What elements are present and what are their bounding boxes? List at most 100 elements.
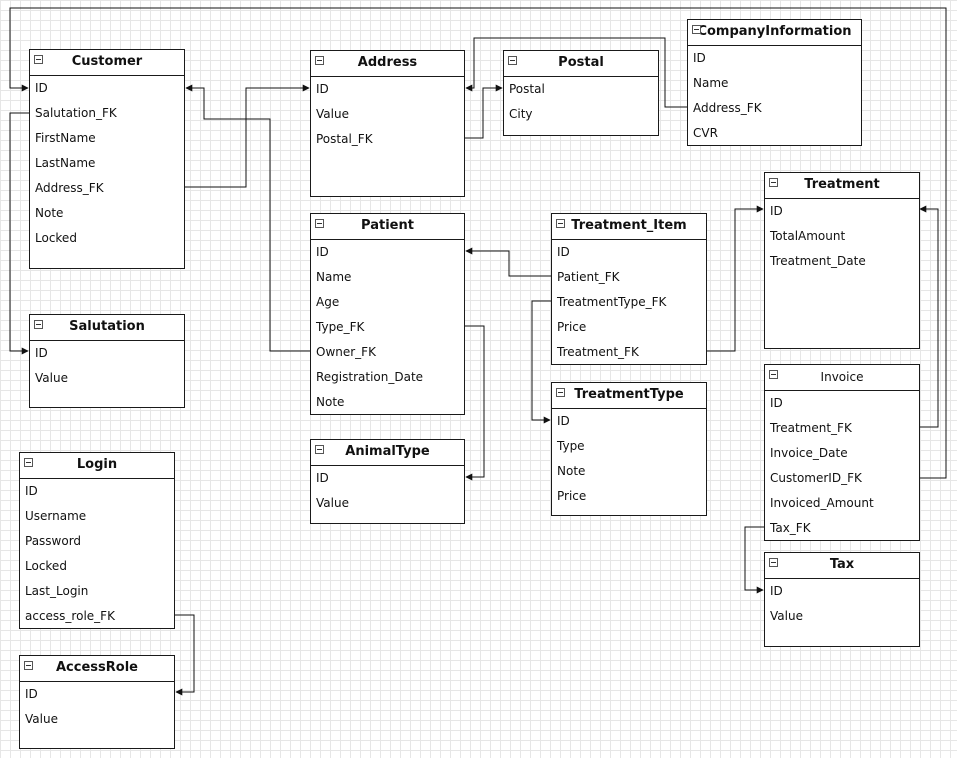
field-row[interactable]: ID [35,81,48,95]
field-row[interactable]: ID [693,51,706,65]
field-row[interactable]: Locked [25,559,67,573]
field-row[interactable]: CustomerID_FK [770,471,862,485]
patient-table[interactable]: Patient ID Name Age Type_FK Owner_FK Reg… [310,213,465,415]
field-row[interactable]: Treatment_Date [770,254,866,268]
field-row[interactable]: ID [25,484,38,498]
field-row[interactable]: Invoiced_Amount [770,496,874,510]
animaltype-table[interactable]: AnimalType ID Value [310,439,465,524]
collapse-icon[interactable] [692,25,701,34]
collapse-icon[interactable] [34,320,43,329]
field-row[interactable]: ID [316,82,329,96]
table-title: Invoice [820,370,864,384]
field-row[interactable]: Price [557,489,587,503]
treatment-item-table-header[interactable]: Treatment_Item [552,214,706,240]
field-row[interactable]: ID [557,245,570,259]
field-row[interactable]: Type [557,439,585,453]
field-row[interactable]: Last_Login [25,584,89,598]
field-row[interactable]: Note [316,395,345,409]
field-row[interactable]: Name [316,270,352,284]
treatment-table-header[interactable]: Treatment [765,173,919,199]
field-row[interactable]: ID [557,414,570,428]
field-row[interactable]: ID [770,396,783,410]
accessrole-table-header[interactable]: AccessRole [20,656,174,682]
login-table[interactable]: Login ID Username Password Locked Last_L… [19,452,175,629]
field-row[interactable]: ID [770,584,783,598]
connector-address-postal [464,84,503,139]
collapse-icon[interactable] [24,661,33,670]
field-row[interactable]: Locked [35,231,77,245]
field-row[interactable]: TotalAmount [770,229,846,243]
field-row[interactable]: Treatment_FK [770,421,852,435]
collapse-icon[interactable] [769,558,778,567]
field-row[interactable]: Note [557,464,586,478]
customer-table[interactable]: Customer ID Salutation_FK FirstName Last… [29,49,185,269]
treatmenttype-table[interactable]: TreatmentType ID Type Note Price [551,382,707,516]
treatment-item-table[interactable]: Treatment_Item ID Patient_FK TreatmentTy… [551,213,707,365]
field-row[interactable]: Postal [509,82,545,96]
customer-table-header[interactable]: Customer [30,50,184,76]
treatment-table[interactable]: Treatment ID TotalAmount Treatment_Date [764,172,920,349]
collapse-icon[interactable] [34,55,43,64]
field-row[interactable]: Tax_FK [770,521,811,535]
salutation-table-header[interactable]: Salutation [30,315,184,341]
field-row[interactable]: Value [770,609,803,623]
field-row[interactable]: Salutation_FK [35,106,117,120]
field-row[interactable]: Treatment_FK [557,345,639,359]
field-row[interactable]: ID [316,245,329,259]
collapse-icon[interactable] [769,178,778,187]
collapse-icon[interactable] [315,219,324,228]
address-table[interactable]: Address ID Value Postal_FK [310,50,465,197]
treatmenttype-table-header[interactable]: TreatmentType [552,383,706,409]
invoice-table[interactable]: Invoice ID Treatment_FK Invoice_Date Cus… [764,364,920,541]
collapse-icon[interactable] [315,445,324,454]
tax-table-header[interactable]: Tax [765,553,919,579]
postal-table-header[interactable]: Postal [504,51,658,77]
field-row[interactable]: Age [316,295,340,309]
invoice-table-header[interactable]: Invoice [765,365,919,391]
field-row[interactable]: Price [557,320,587,334]
field-row[interactable]: Address_FK [35,181,104,195]
patient-table-header[interactable]: Patient [311,214,464,240]
field-row[interactable]: Patient_FK [557,270,620,284]
field-row[interactable]: Note [35,206,64,220]
field-row[interactable]: Registration_Date [316,370,424,384]
field-row[interactable]: Address_FK [693,101,762,115]
field-row[interactable]: Type_FK [316,320,365,334]
field-row[interactable]: CVR [693,126,718,140]
field-row[interactable]: Value [25,712,58,726]
collapse-icon[interactable] [315,56,324,65]
field-row[interactable]: access_role_FK [25,609,115,623]
address-table-header[interactable]: Address [311,51,464,77]
field-row[interactable]: ID [770,204,783,218]
field-row[interactable]: TreatmentType_FK [557,295,667,309]
field-row[interactable]: Value [35,371,68,385]
field-row[interactable]: Value [316,496,349,510]
collapse-icon[interactable] [508,56,517,65]
collapse-icon[interactable] [556,219,565,228]
login-table-header[interactable]: Login [20,453,174,479]
field-row[interactable]: Owner_FK [316,345,376,359]
field-row[interactable]: Invoice_Date [770,446,848,460]
field-row[interactable]: ID [316,471,329,485]
companyinformation-table[interactable]: CompanyInformation ID Name Address_FK CV… [687,19,862,146]
collapse-icon[interactable] [769,370,778,379]
salutation-table[interactable]: Salutation ID Value [29,314,185,408]
field-row[interactable]: Password [25,534,82,548]
tax-table[interactable]: Tax ID Value [764,552,920,647]
collapse-icon[interactable] [24,458,33,467]
collapse-icon[interactable] [556,388,565,397]
field-row[interactable]: Value [316,107,349,121]
field-row[interactable]: ID [35,346,48,360]
postal-table[interactable]: Postal Postal City [503,50,659,136]
field-row[interactable]: ID [25,687,38,701]
animaltype-table-header[interactable]: AnimalType [311,440,464,466]
field-row[interactable]: Postal_FK [316,132,373,146]
connector-invoice-tax [744,526,764,594]
field-row[interactable]: FirstName [35,131,96,145]
field-row[interactable]: Name [693,76,729,90]
field-row[interactable]: LastName [35,156,96,170]
accessrole-table[interactable]: AccessRole ID Value [19,655,175,749]
companyinformation-table-header[interactable]: CompanyInformation [688,20,861,46]
field-row[interactable]: City [509,107,533,121]
field-row[interactable]: Username [25,509,87,523]
